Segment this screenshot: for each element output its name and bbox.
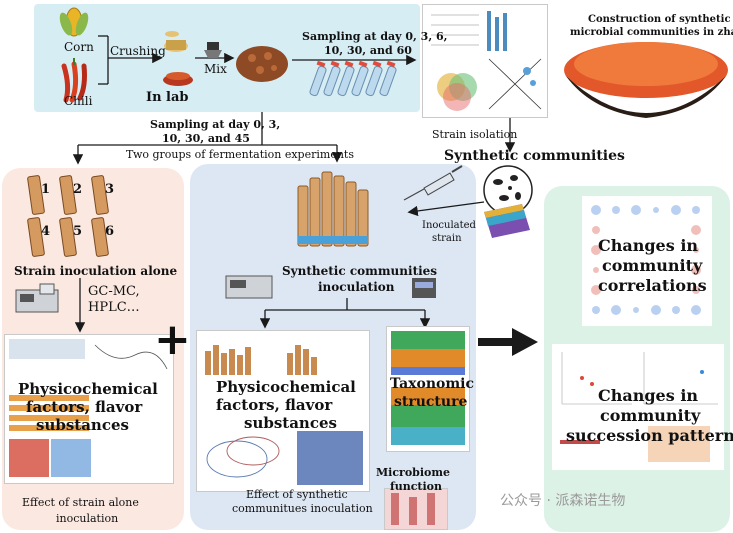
left-physchem-line3: substances <box>36 416 129 434</box>
left-physchem-line2: factors, flavor <box>26 398 143 416</box>
center-effect-line1: Effect of synthetic <box>246 488 348 501</box>
crushing-label: Crushing <box>110 44 166 58</box>
microbiome-function-figure <box>384 488 448 530</box>
sampling-tubes-icon <box>309 60 397 97</box>
zha-chili-mixture-icon <box>236 46 288 82</box>
syringe-icon <box>403 165 463 201</box>
mixer-icon <box>204 42 222 58</box>
microbiome-line2: function <box>390 480 443 493</box>
left-effect-line2: inoculation <box>56 512 119 525</box>
syn-inoculation-line1: Synthetic communities <box>282 264 438 278</box>
left-results-figure <box>4 334 174 484</box>
gc-instrument-icon <box>15 283 59 313</box>
taxonomic-line2: structure <box>394 394 468 410</box>
hplc-label: HPLC… <box>88 300 140 315</box>
center-physchem-line1: Physicochemical <box>216 378 356 396</box>
synthetic-communities-label: Synthetic communities <box>444 148 625 164</box>
strain-isolation-label: Strain isolation <box>432 128 518 141</box>
tube-label-3: 3 <box>105 182 115 197</box>
big-right-arrow <box>478 328 538 356</box>
strain-inoculation-alone-label: Strain inoculation alone <box>14 264 178 278</box>
watermark: 公众号 · 派森诺生物 <box>500 493 626 509</box>
tube-label-5: 5 <box>73 224 83 239</box>
tube-label-1: 1 <box>41 182 51 197</box>
tube-label-4: 4 <box>41 224 51 239</box>
left-physchem-line1: Physicochemical <box>18 380 158 398</box>
gc-mc-label: GC-MC, <box>88 284 140 299</box>
succ-line1: Changes in <box>598 386 699 405</box>
succ-line2: community <box>600 406 701 425</box>
culture-plate-icon <box>484 204 530 238</box>
correlation-matrix-figure <box>582 196 712 326</box>
corr-line3: correlations <box>598 276 707 295</box>
corn-label: Corn <box>64 40 94 54</box>
sampling-middle-line1: Sampling at day 0, 3, <box>150 118 281 131</box>
taxonomic-line1: Taxonomic <box>390 376 475 392</box>
chili-powder-icon <box>163 72 193 86</box>
taxonomic-structure-figure <box>386 326 470 452</box>
in-lab-label: In lab <box>146 90 189 105</box>
tube-label-6: 6 <box>105 224 115 239</box>
center-physchem-line2: factors, flavor <box>216 396 333 414</box>
two-groups-label: Two groups of fermentation experiments <box>126 148 354 161</box>
figure-title-line1: Construction of synthetic <box>588 14 731 25</box>
sampling-top-line1: Sampling at day 0, 3, 6, <box>302 30 448 43</box>
corn-icon <box>59 7 89 37</box>
succ-line3: succession patterns <box>566 426 733 445</box>
chili-label: Chili <box>64 94 93 108</box>
figure-title-line2: microbial communities in zha-chili <box>570 27 733 38</box>
syn-inoculation-line2: inoculation <box>318 280 395 294</box>
left-effect-line1: Effect of strain alone <box>22 496 139 509</box>
zha-chili-bowl-icon <box>564 42 728 118</box>
sampling-top-line2: 10, 30, and 60 <box>324 44 412 57</box>
corr-line2: community <box>602 256 703 275</box>
lc-instrument-icon <box>225 275 436 299</box>
tube-label-2: 2 <box>73 182 83 197</box>
center-physchem-figure <box>196 330 370 492</box>
inoculated-line2: strain <box>432 233 462 244</box>
sequencing-result-figure <box>422 4 548 118</box>
center-effect-line2: communitues inoculation <box>232 502 373 515</box>
corr-line1: Changes in <box>598 236 699 255</box>
succession-scatter-figure <box>552 344 724 470</box>
center-physchem-line3: substances <box>244 414 337 432</box>
mix-label: Mix <box>204 62 227 76</box>
plus-symbol: + <box>154 314 191 365</box>
microbiome-line1: Microbiome <box>376 466 451 479</box>
inoculated-line1: Inoculated <box>422 220 476 231</box>
sampling-middle-line2: 10, 30, and 45 <box>162 132 250 145</box>
crushed-corn-icon <box>164 31 188 52</box>
chili-icon <box>61 58 87 103</box>
